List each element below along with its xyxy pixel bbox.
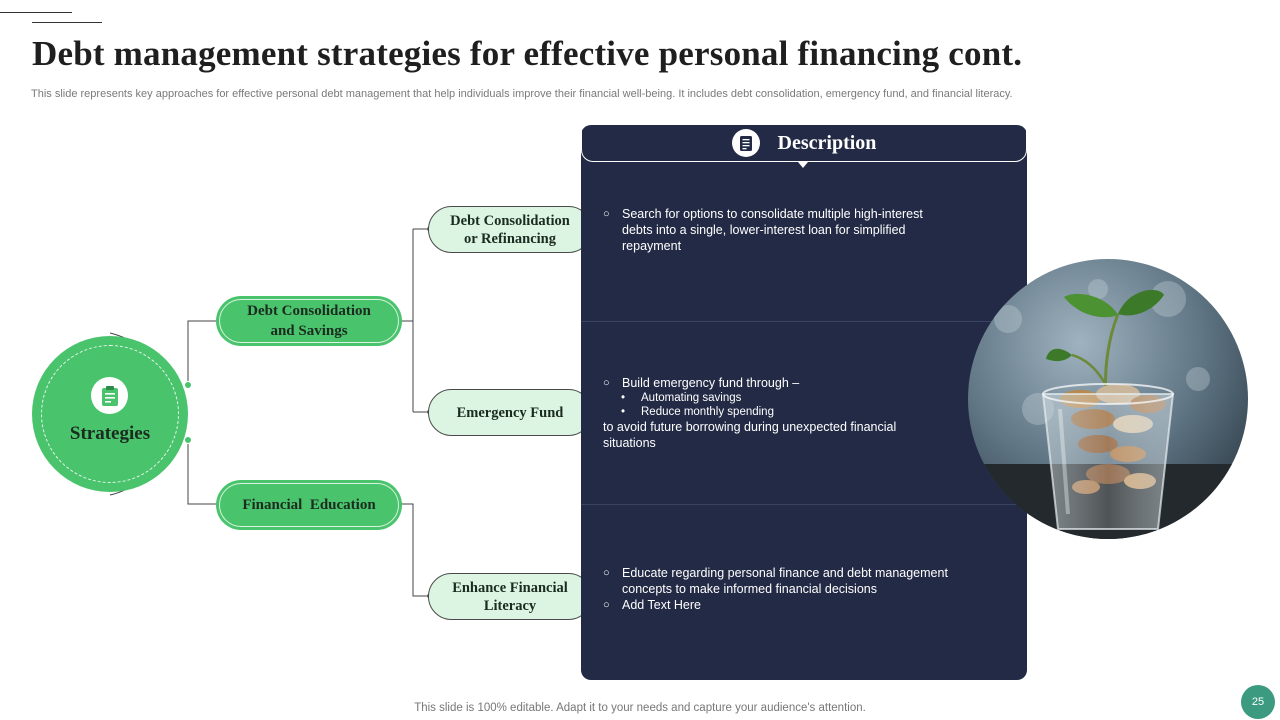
circle-bullet-icon: ○ xyxy=(603,208,610,220)
description-block-1: ○ Search for options to consolidate mult… xyxy=(603,206,953,254)
substrategy-label: Debt Consolidation or Refinancing xyxy=(450,212,570,247)
bullet-item: ○ Search for options to consolidate mult… xyxy=(603,206,953,254)
description-pointer xyxy=(798,162,808,168)
row-divider xyxy=(581,321,1027,322)
sub-bullet-text: Automating savings xyxy=(641,392,742,404)
bullet-text: Build emergency fund through – xyxy=(622,376,800,390)
page-title: Debt management strategies for effective… xyxy=(32,34,1023,73)
description-panel xyxy=(581,125,1027,680)
dot-bullet-icon: • xyxy=(621,406,626,418)
circle-bullet-icon: ○ xyxy=(603,567,610,579)
substrategy-debt-consolidation-refinancing[interactable]: Debt Consolidation or Refinancing xyxy=(428,206,592,253)
clipboard-icon xyxy=(91,377,128,414)
strategies-dashed-ring xyxy=(41,345,179,483)
sub-bullet-item: • Reduce monthly spending xyxy=(603,405,953,419)
bullet-item: ○ Educate regarding personal finance and… xyxy=(603,565,953,597)
circle-bullet-icon: ○ xyxy=(603,599,610,611)
bullet-item: ○ Build emergency fund through – xyxy=(603,375,953,391)
substrategy-enhance-financial-literacy[interactable]: Enhance Financial Literacy xyxy=(428,573,592,620)
description-block-2: ○ Build emergency fund through – • Autom… xyxy=(603,375,953,451)
description-title: Description xyxy=(777,131,877,154)
sub-bullet-item: • Automating savings xyxy=(603,391,953,405)
bullet-item: ○ Add Text Here xyxy=(603,597,953,613)
description-block-3: ○ Educate regarding personal finance and… xyxy=(603,565,953,613)
substrategy-emergency-fund[interactable]: Emergency Fund xyxy=(428,389,592,436)
bullet-text: Add Text Here xyxy=(622,598,701,612)
document-icon xyxy=(731,129,760,157)
row-divider xyxy=(581,504,1027,505)
top-rule-long xyxy=(32,22,102,23)
top-rule-short xyxy=(0,12,72,13)
substrategy-label: Enhance Financial Literacy xyxy=(452,579,568,614)
page-number-badge: 25 xyxy=(1241,685,1275,719)
substrategy-label: Emergency Fund xyxy=(456,404,564,421)
strategies-label: Strategies xyxy=(69,423,151,444)
strategy-label: Debt Consolidation and Savings xyxy=(247,303,371,339)
page-subtitle: This slide represents key approaches for… xyxy=(31,88,1013,100)
bullet-text: Educate regarding personal finance and d… xyxy=(622,566,948,596)
circle-bullet-icon: ○ xyxy=(603,377,610,389)
strategy-debt-consolidation-savings[interactable]: Debt Consolidation and Savings xyxy=(216,296,402,346)
bullet-text: Search for options to consolidate multip… xyxy=(622,207,923,253)
bullet-tail-text: to avoid future borrowing during unexpec… xyxy=(603,420,897,450)
strategy-label: Financial Education xyxy=(242,497,376,513)
coin-jar-plant-photo xyxy=(968,259,1248,539)
footer-note: This slide is 100% editable. Adapt it to… xyxy=(414,702,866,714)
sub-bullet-text: Reduce monthly spending xyxy=(641,406,774,418)
strategy-financial-education[interactable]: Financial Education xyxy=(216,480,402,530)
dot-bullet-icon: • xyxy=(621,392,626,404)
description-header: Description xyxy=(581,125,1027,162)
